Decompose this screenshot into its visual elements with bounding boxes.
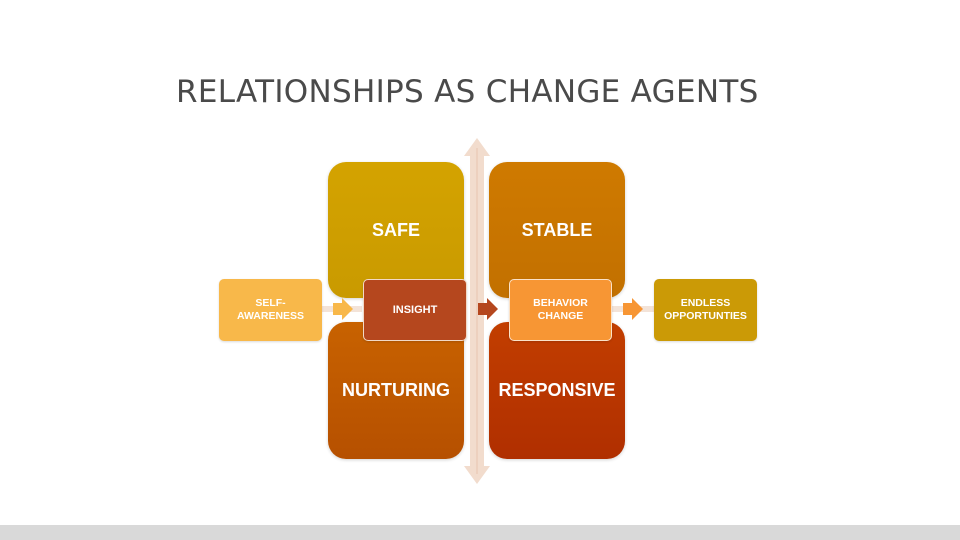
- quadrant-stable-label: STABLE: [521, 220, 593, 240]
- quadrant-responsive-label: RESPONSIVE: [498, 380, 616, 400]
- arrow-self-to-insight: [333, 298, 353, 320]
- quadrant-responsive: RESPONSIVE: [489, 322, 625, 459]
- page-title: RELATIONSHIPS AS CHANGE AGENTS: [176, 74, 759, 110]
- quadrant-safe-label: SAFE: [371, 220, 420, 240]
- insight-box: INSIGHT: [363, 279, 467, 341]
- quadrant-stable: STABLE: [489, 162, 625, 298]
- self-awareness-box: SELF- AWARENESS: [219, 279, 322, 341]
- arrow-insight-to-behavior: [478, 298, 498, 320]
- quadrant-safe: SAFE: [328, 162, 464, 298]
- quadrant-nurturing-label: NURTURING: [342, 380, 450, 400]
- behavior-change-box: BEHAVIOR CHANGE: [509, 279, 612, 341]
- quadrant-nurturing: NURTURING: [328, 322, 464, 459]
- arrow-behavior-to-endless: [623, 298, 643, 320]
- footer-bar: [0, 525, 960, 540]
- endless-opportunities-box: ENDLESS OPPORTUNTIES: [654, 279, 757, 341]
